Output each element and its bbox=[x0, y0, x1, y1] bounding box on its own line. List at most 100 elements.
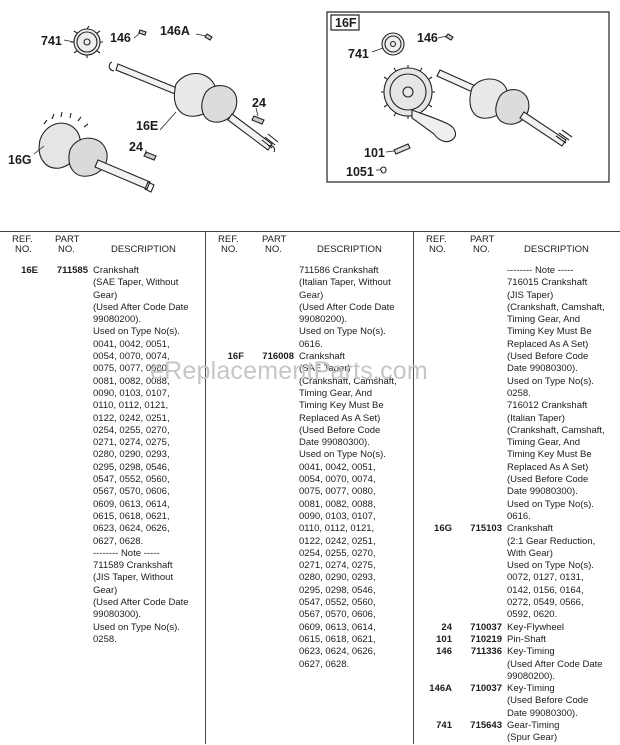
ref-number: 741 bbox=[436, 719, 452, 731]
description-line: (Used After Code Date bbox=[93, 301, 189, 313]
ref-number: 16G bbox=[434, 523, 452, 535]
description-line: 0110, 0112, 0121, bbox=[299, 523, 375, 535]
callout-741-inset: 741 bbox=[348, 47, 369, 61]
description-line: 711589 Crankshaft bbox=[93, 560, 173, 572]
description-line: -------- Note ----- bbox=[93, 547, 160, 559]
description-line: Key-Timing bbox=[507, 683, 555, 695]
description-line: Crankshaft bbox=[93, 265, 139, 276]
description-line: (Used Before Code bbox=[507, 474, 589, 486]
table-column-3: REF. NO. PART NO. DESCRIPTION -------- N… bbox=[414, 231, 620, 744]
description-line: Pin-Shaft bbox=[507, 633, 547, 645]
description: -------- Note ----- bbox=[88, 548, 205, 560]
description-line: 0615, 0618, 0621, bbox=[93, 510, 170, 522]
description-line: 0258. bbox=[93, 633, 117, 645]
description-line: 0122, 0242, 0251, bbox=[93, 412, 170, 424]
crankshaft-illustration bbox=[33, 11, 610, 193]
description-line: 0271, 0274, 0275, bbox=[299, 560, 376, 572]
column-divider bbox=[413, 231, 414, 744]
part-number: 710037 bbox=[470, 683, 502, 695]
parts-row: 711586 Crankshaft(Italian Taper, Without… bbox=[206, 265, 413, 351]
description-line: Crankshaft bbox=[507, 523, 553, 535]
description-line: Used on Type No(s). bbox=[507, 498, 594, 510]
description: -------- Note ----- bbox=[502, 265, 620, 277]
description-line: (Italian Taper, Without bbox=[299, 277, 391, 289]
header-ref-line1: REF. bbox=[218, 234, 239, 245]
description-line: Used on Type No(s). bbox=[93, 621, 180, 633]
ref-number: 101 bbox=[436, 633, 452, 645]
description-line: (Used After Code Date bbox=[93, 597, 189, 609]
description-line: 0142, 0156, 0164, bbox=[507, 584, 584, 596]
description-line: With Gear) bbox=[507, 547, 553, 559]
description-line: 0295, 0298, 0546, bbox=[93, 461, 170, 473]
description-line: 0627, 0628. bbox=[93, 535, 144, 547]
description-line: Timing Gear, And bbox=[507, 314, 581, 326]
description-line: 0258. bbox=[507, 387, 531, 399]
parts-row: 716012 Crankshaft(Italian Taper)(Cranksh… bbox=[414, 400, 620, 523]
header-ref-line2: NO. bbox=[15, 244, 32, 255]
description-line: (Used Before Code bbox=[299, 424, 381, 436]
description-line: Key-Flywheel bbox=[507, 621, 565, 633]
callout-16G: 16G bbox=[8, 153, 32, 167]
parts-row: 716015 Crankshaft(JIS Taper)(Crankshaft,… bbox=[414, 277, 620, 400]
description-line: Replaced As A Set) bbox=[507, 338, 589, 350]
table-column-2: REF. NO. PART NO. DESCRIPTION 711586 Cra… bbox=[206, 231, 413, 744]
description-line: -------- Note ----- bbox=[507, 265, 574, 276]
description-line: (Used Before Code bbox=[507, 695, 589, 707]
description-line: 0054, 0070, 0074, bbox=[93, 351, 170, 363]
description-line: Used on Type No(s). bbox=[507, 560, 594, 572]
description-line: 0280, 0290, 0293, bbox=[93, 449, 170, 461]
header-description: DESCRIPTION bbox=[317, 235, 382, 255]
description-line: Date 99080300). bbox=[507, 486, 578, 498]
description-line: 0616. bbox=[507, 510, 531, 522]
description-line: 99080200). bbox=[507, 670, 556, 682]
parts-row: -------- Note ----- bbox=[414, 265, 620, 277]
callout-146A: 146A bbox=[160, 24, 190, 38]
description-line: Crankshaft bbox=[299, 351, 345, 363]
description-line: (Used Before Code bbox=[507, 351, 589, 363]
description-line: 0609, 0613, 0614, bbox=[299, 621, 376, 633]
description: Gear-Timing(Spur Gear) bbox=[502, 720, 620, 745]
description-line: 0271, 0274, 0275, bbox=[93, 437, 170, 449]
header-part-line2: NO. bbox=[58, 244, 75, 255]
description-line: 0054, 0070, 0074, bbox=[299, 474, 376, 486]
description-line: Timing Key Must Be bbox=[507, 326, 592, 338]
header-ref-line2: NO. bbox=[429, 244, 446, 255]
description-line: Date 99080300). bbox=[507, 363, 578, 375]
description-line: (SAE Taper) bbox=[299, 363, 351, 375]
part-number: 711336 bbox=[470, 646, 502, 658]
description-line: 711586 Crankshaft bbox=[299, 265, 379, 276]
description-line: 0110, 0112, 0121, bbox=[93, 400, 169, 412]
description-line: 0072, 0127, 0131, bbox=[507, 572, 584, 584]
description-line: 0609, 0613, 0614, bbox=[93, 498, 170, 510]
description-line: (2:1 Gear Reduction, bbox=[507, 535, 596, 547]
description-line: Used on Type No(s). bbox=[299, 326, 386, 338]
description-line: 0041, 0042, 0051, bbox=[299, 461, 376, 473]
description-line: 0075, 0077, 0080, bbox=[299, 486, 376, 498]
description-line: 0090, 0103, 0107, bbox=[93, 387, 170, 399]
description-line: 0623, 0624, 0626, bbox=[299, 646, 376, 658]
callout-146: 146 bbox=[110, 31, 131, 45]
rows-column-2: 711586 Crankshaft(Italian Taper, Without… bbox=[206, 265, 413, 671]
ref-number: 24 bbox=[441, 621, 452, 633]
callout-16F: 16F bbox=[335, 16, 357, 30]
description-line: 0295, 0298, 0546, bbox=[299, 584, 376, 596]
description-line: 0254, 0255, 0270, bbox=[299, 547, 376, 559]
description: Key-Flywheel bbox=[502, 622, 620, 634]
description-line: (Crankshaft, Camshaft, bbox=[299, 375, 397, 387]
header-description: DESCRIPTION bbox=[111, 235, 176, 255]
callout-101: 101 bbox=[364, 146, 385, 160]
description-line: 0616. bbox=[299, 338, 323, 350]
description-line: 0567, 0570, 0606, bbox=[93, 486, 170, 498]
description-line: Key-Timing bbox=[507, 646, 555, 658]
description-line: 0615, 0618, 0621, bbox=[299, 633, 376, 645]
description-line: Date 99080300). bbox=[299, 437, 370, 449]
description-line: (SAE Taper, Without bbox=[93, 277, 179, 289]
